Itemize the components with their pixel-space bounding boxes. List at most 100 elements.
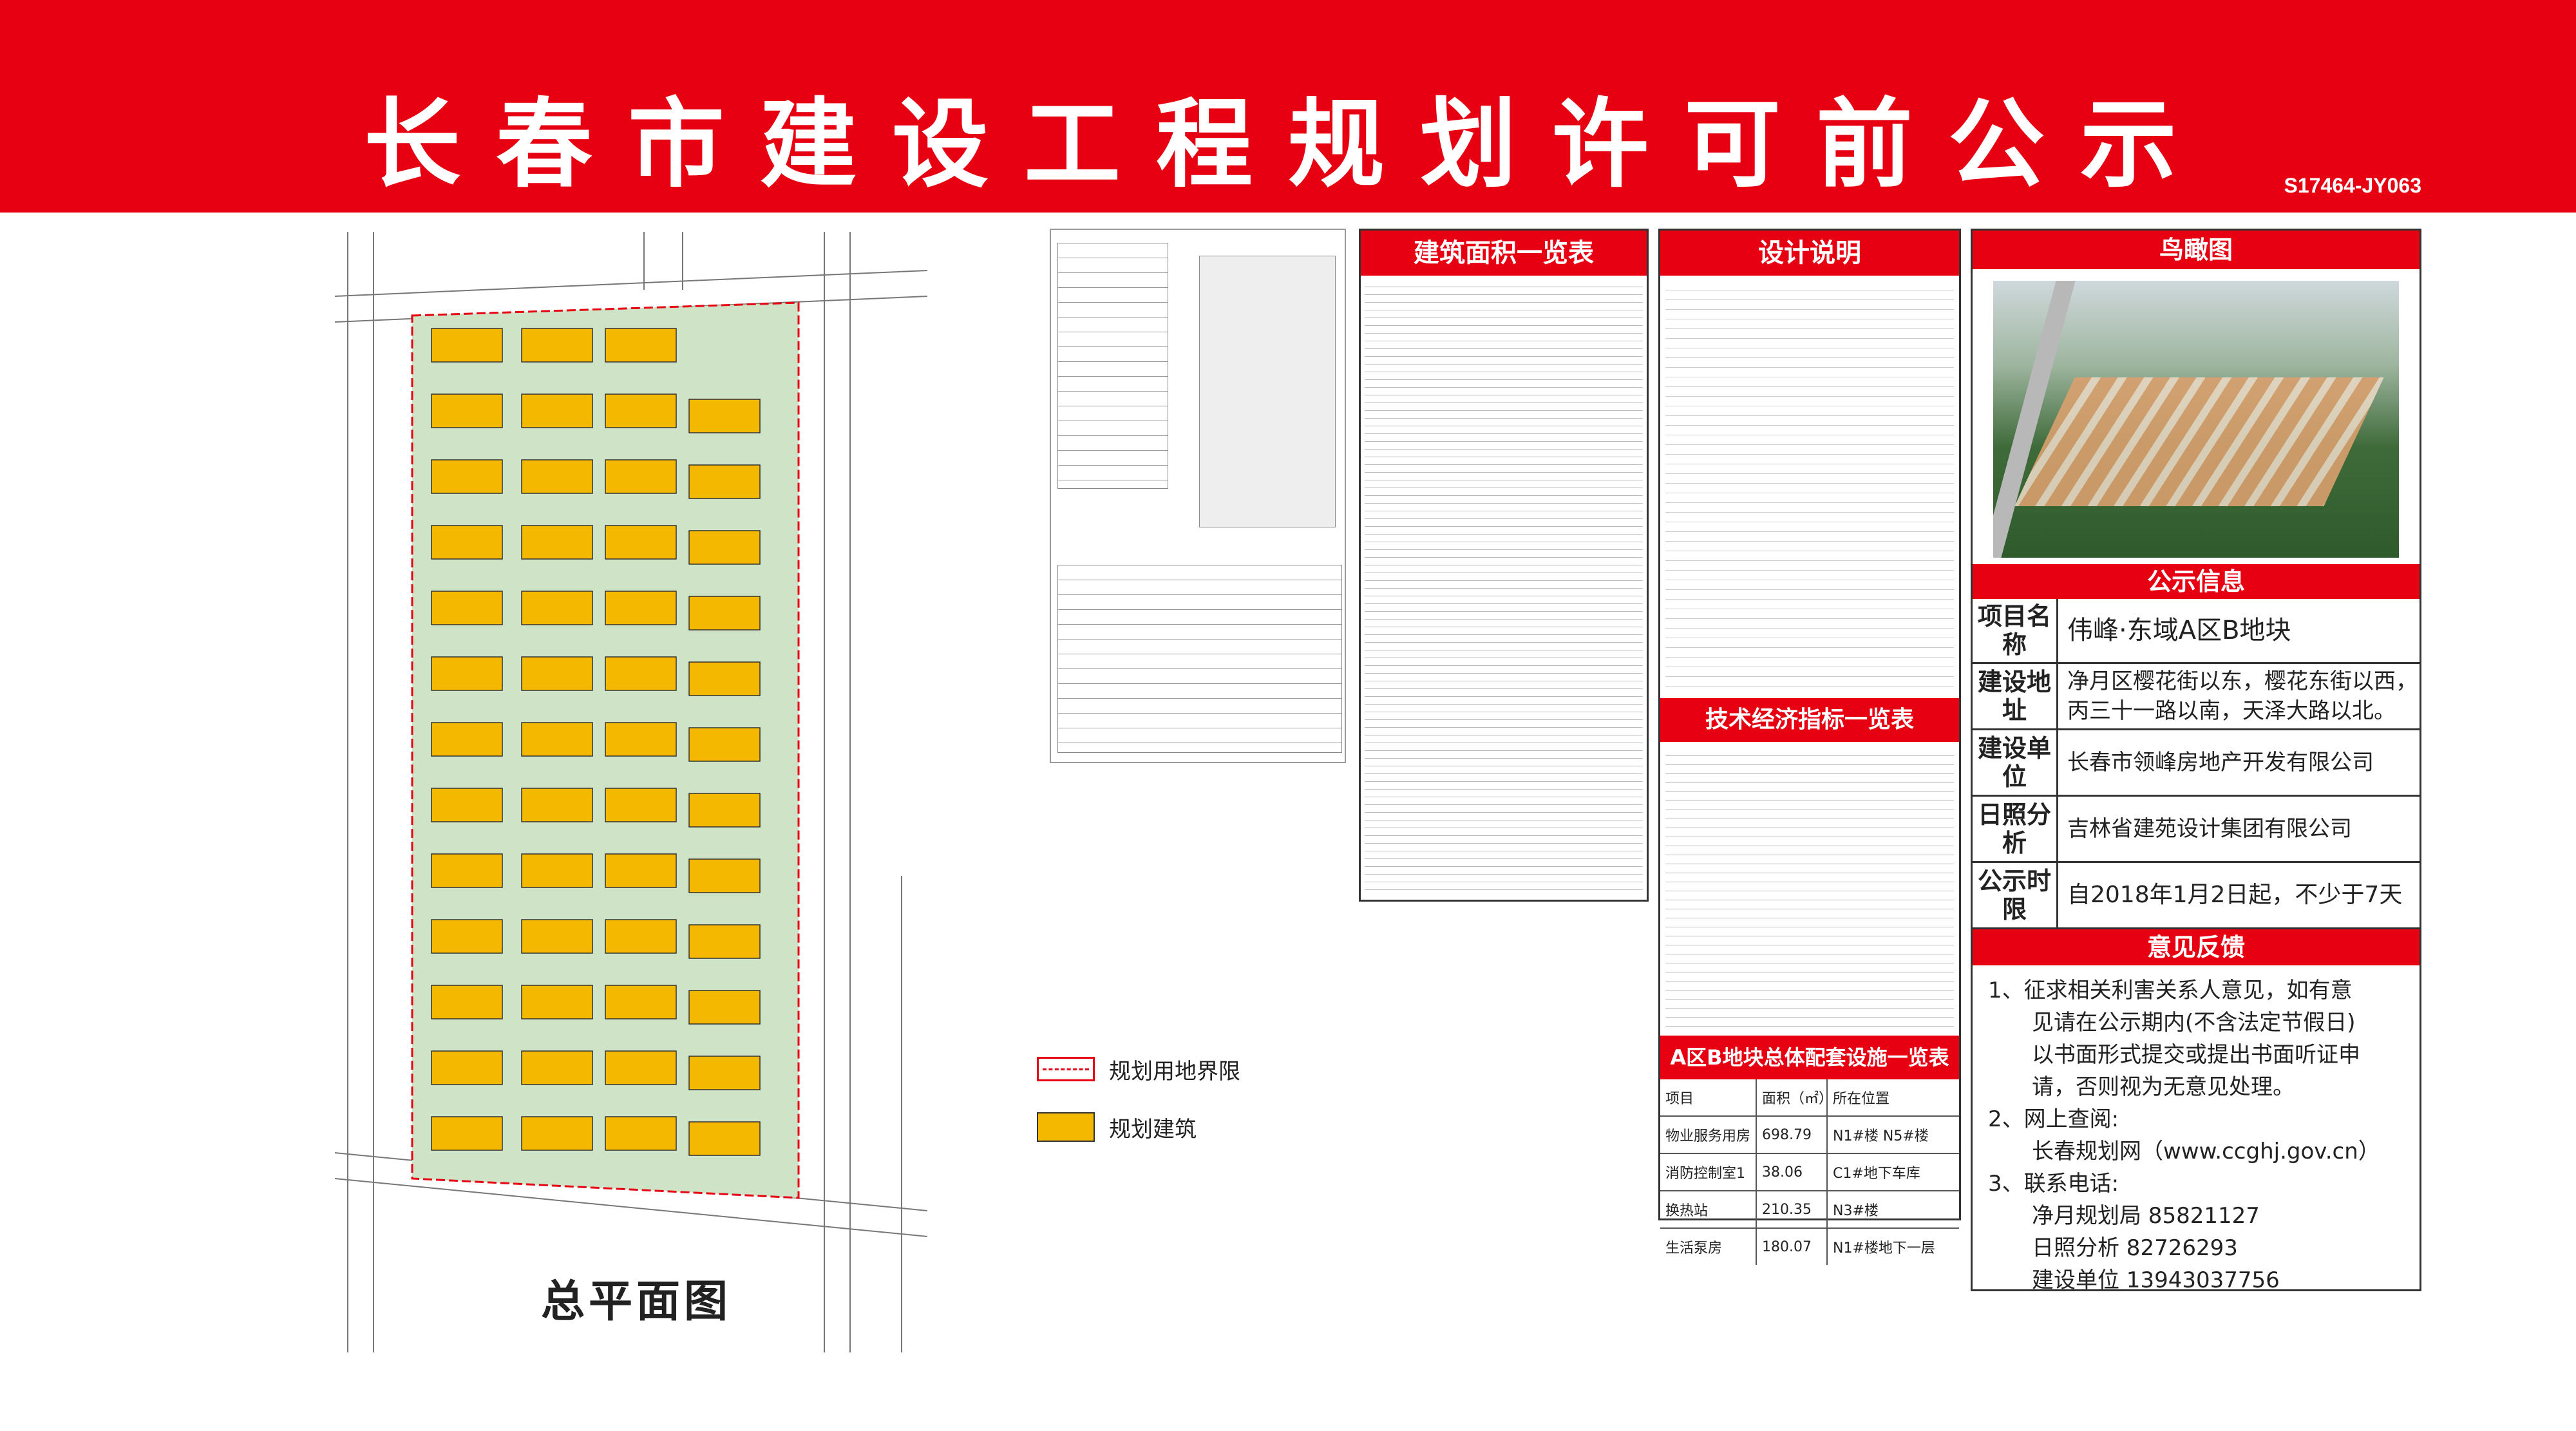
legend-label-building: 规划建筑 [1109,1116,1197,1142]
info-value: 自2018年1月2日起，不少于7天 [2067,882,2403,908]
planned-building [521,919,593,954]
feedback-body: 1、征求相关利害关系人意见，如有意 见请在公示期内(不含法定节假日) 以书面形式… [1973,965,2420,1296]
legend: 规划用地界限 规划建筑 [1037,1050,1307,1166]
feedback-line: 长春规划网（www.ccghj.gov.cn） [2032,1139,2380,1164]
site-plan-svg [334,232,928,1352]
info-row-builder: 建设单位 长春市领峰房地产开发有限公司 [1973,730,2420,797]
planned-building [431,788,503,822]
planned-building [521,459,593,494]
header-banner [0,0,2576,213]
legend-item-boundary: 规划用地界限 [1037,1050,1307,1088]
planned-building [605,328,677,363]
yellow-building-icon [1037,1112,1095,1142]
legend-label-boundary: 规划用地界限 [1109,1058,1240,1085]
feedback-line: 日照分析 82726293 [2032,1235,2238,1261]
right-column: 鸟瞰图 公示信息 项目名称 伟峰·东域A区B地块 建设地址 净月区樱花街以东，樱… [1971,229,2421,1293]
feedback-line: 以书面形式提交或提出书面听证申 [2032,1042,2360,1068]
overview-map [1199,256,1336,527]
index-table [1057,243,1168,489]
planned-building [605,393,677,428]
planned-building [431,459,503,494]
facilities-cell: 180.07 [1757,1229,1828,1265]
planned-building [688,596,761,630]
feedback-line: 净月规划局 85821127 [2032,1203,2260,1229]
feedback-heading: 意见反馈 [1973,929,2420,965]
info-value: 伟峰·东域A区B地块 [2067,616,2291,645]
feedback-line: 1、征求相关利害关系人意见，如有意 [1988,978,2353,1003]
info-label: 公示时限 [1973,863,2058,927]
facilities-cell: 698.79 [1757,1117,1828,1153]
planned-building [521,985,593,1019]
planned-building [605,722,677,757]
site-plan-caption: 总平面图 [541,1276,732,1327]
facilities-header-area: 面积（㎡） [1757,1079,1833,1115]
facilities-row: 消防控制室1 38.06 C1#地下车库 [1660,1154,1959,1191]
design-notes-panel: 设计说明 技术经济指标一览表 A区B地块总体配套设施一览表 项目 面积（㎡） 所… [1658,229,1961,1265]
planned-building [688,661,761,696]
planned-building [605,985,677,1019]
legend-item-building: 规划建筑 [1037,1108,1307,1146]
site-plan-drawing [334,232,928,1352]
facilities-header-project: 项目 [1660,1079,1757,1115]
planned-building [431,919,503,954]
planned-building [688,990,761,1025]
planned-building [688,1121,761,1156]
planned-building [605,1050,677,1085]
planned-building [605,656,677,691]
planned-building [605,459,677,494]
info-row-address: 建设地址 净月区樱花街以东，樱花东街以西，丙三十一路以南，天泽大路以北。 [1973,664,2420,730]
planned-building [605,919,677,954]
tech-indicators-body [1665,747,1954,1030]
planned-building [431,1050,503,1085]
facilities-row: 换热站 210.35 N3#楼 [1660,1191,1959,1229]
info-label: 日照分析 [1973,797,2058,861]
facilities-cell: 物业服务用房 [1660,1117,1757,1153]
facilities-cell: 38.06 [1757,1154,1828,1190]
feedback-line: 见请在公示期内(不含法定节假日) [2032,1010,2356,1036]
facilities-cell: 210.35 [1757,1191,1828,1227]
planned-building [521,853,593,888]
planned-building [521,788,593,822]
planned-building [521,393,593,428]
parking-table [1057,565,1342,753]
planned-building [431,328,503,363]
area-table-panel: 建筑面积一览表 [1359,229,1649,902]
design-notes-heading: 设计说明 [1660,231,1959,276]
planned-building [431,853,503,888]
planned-building [605,1116,677,1151]
facilities-cell: N1#楼 N5#楼 [1833,1128,1929,1144]
planned-building [521,1050,593,1085]
info-value: 净月区樱花街以东，樱花东街以西，丙三十一路以南，天泽大路以北。 [2067,668,2418,724]
facilities-cell: 消防控制室1 [1660,1154,1757,1190]
planned-building [688,793,761,828]
info-value: 吉林省建苑设计集团有限公司 [2067,816,2352,842]
planned-building [688,858,761,893]
feedback-line: 3、联系电话: [1988,1171,2119,1197]
planned-building [521,722,593,757]
info-label: 建设地址 [1973,664,2058,728]
facilities-cell: 生活泵房 [1660,1229,1757,1265]
planned-building [431,1116,503,1151]
planned-building [605,853,677,888]
planned-building [688,727,761,762]
info-row-period: 公示时限 自2018年1月2日起，不少于7天 [1973,863,2420,929]
facilities-row: 生活泵房 180.07 N1#楼地下一层 [1660,1229,1959,1265]
aerial-image [1993,281,2399,558]
facilities-cell: N1#楼地下一层 [1833,1240,1935,1256]
info-label: 建设单位 [1973,730,2058,795]
info-row-project: 项目名称 伟峰·东域A区B地块 [1973,599,2420,664]
feedback-line: 请，否则视为无意见处理。 [2032,1074,2295,1100]
planned-building [431,393,503,428]
planned-building [688,399,761,433]
planned-building [521,656,593,691]
planned-building [688,530,761,565]
planned-building [431,591,503,625]
info-label: 项目名称 [1973,599,2058,662]
planned-building [431,985,503,1019]
tech-indicators-heading: 技术经济指标一览表 [1660,698,1959,742]
planned-building [521,591,593,625]
facilities-header-location: 所在位置 [1833,1091,1890,1107]
planned-building [605,525,677,560]
index-sheet [1050,229,1346,763]
document-code: S17464-JY063 [2284,174,2421,197]
